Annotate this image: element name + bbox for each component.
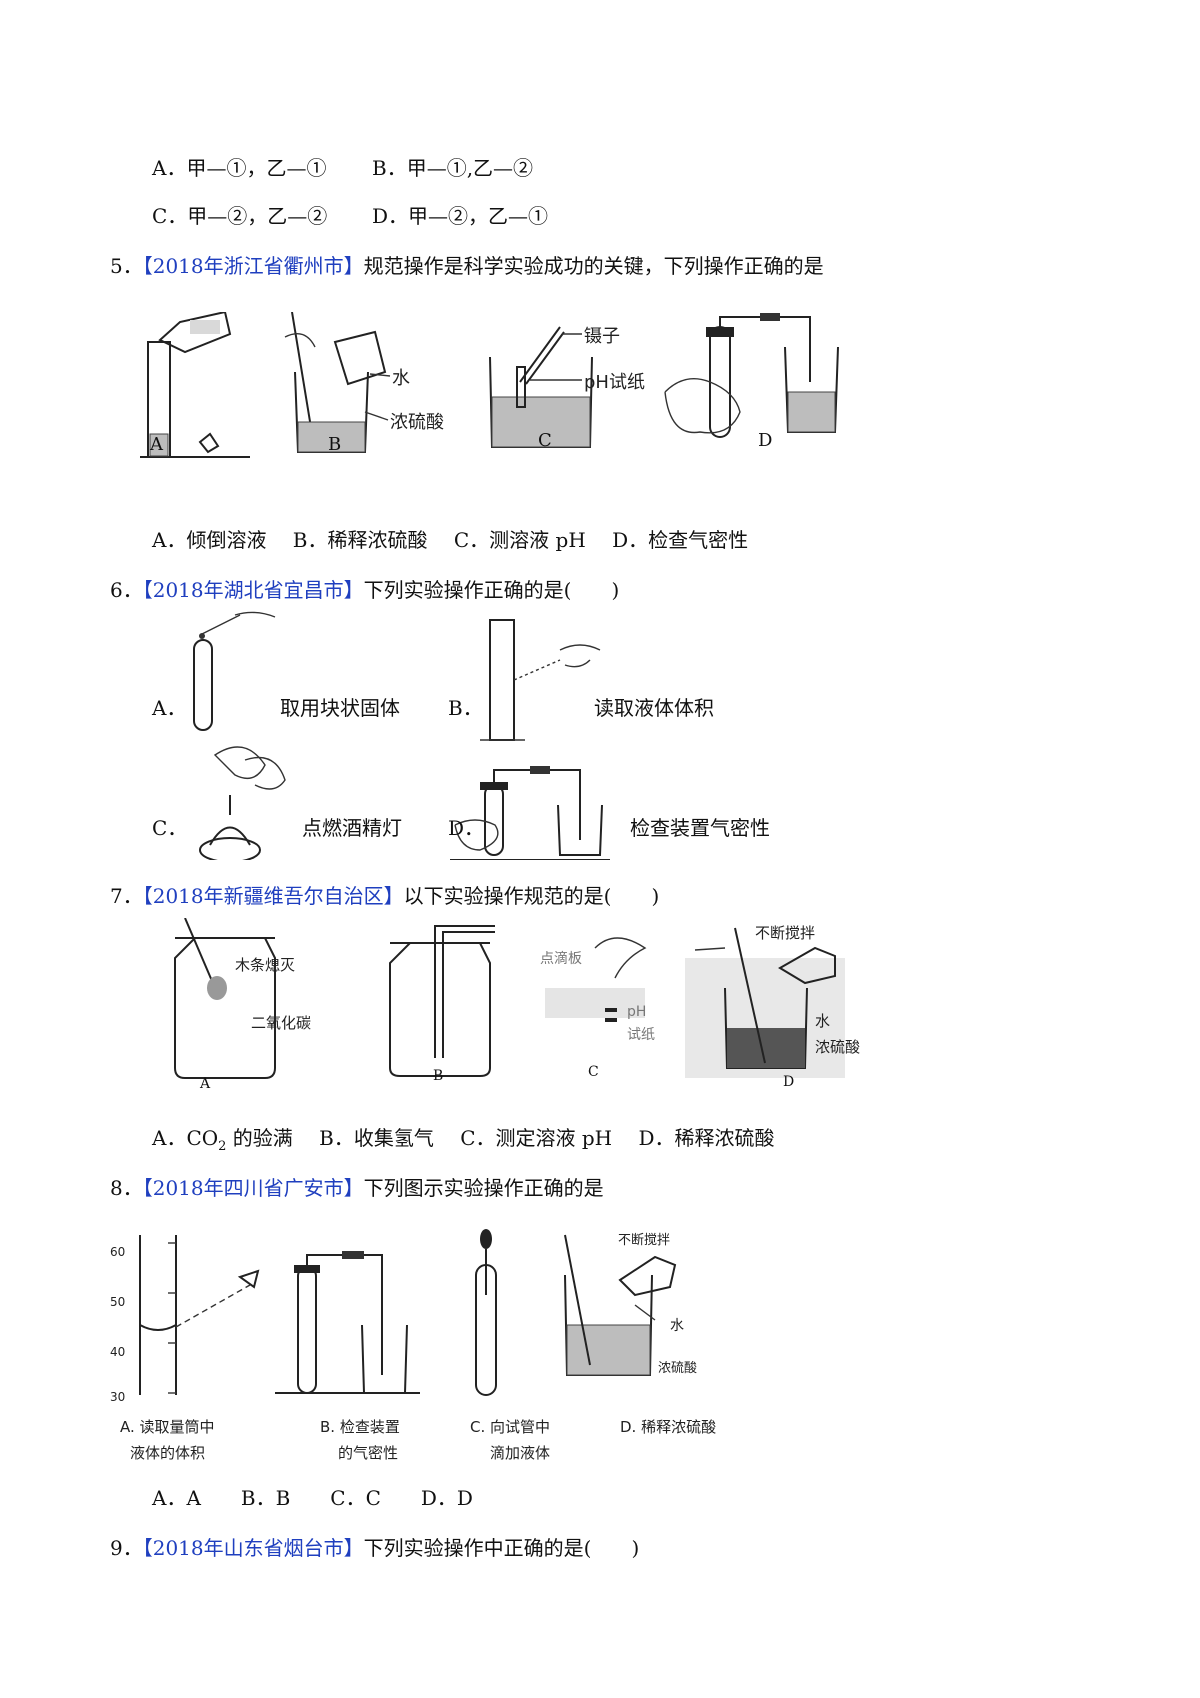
q7-option-a-post: 的验满 (226, 1126, 293, 1150)
q8-cap-a1: A. 读取量筒中 (120, 1418, 215, 1436)
q4-option-b: B．甲—①,乙—② (372, 156, 534, 180)
q5-fig-ph-paper: pH试纸 (584, 372, 645, 393)
q8-fig-a-cylinder (139, 1235, 260, 1395)
q8-fig-b-airtight (275, 1251, 420, 1394)
q8-tick-30: 30 (110, 1390, 126, 1404)
q8-d-acid: 浓硫酸 (658, 1361, 698, 1376)
q4-option-a: A．甲—①，乙—① (152, 156, 327, 180)
q7-fig-label-a: A (200, 1076, 211, 1092)
q8-figure: 60 50 40 30 不断搅拌 水 浓硫酸 (110, 1225, 770, 1405)
q5-fig-label-b: B (328, 434, 342, 455)
q6-c-text: 点燃酒精灯 (302, 816, 402, 840)
q9-source: 【2018年山东省烟台市】 (142, 1536, 364, 1560)
q7-fig-a-stick: 木条熄灭 (235, 956, 296, 974)
q7-fig-label-b: B (433, 1068, 444, 1084)
q8-tick-40: 40 (110, 1345, 126, 1359)
q5-fig-b-dilute (284, 312, 391, 453)
q5-fig-a-pouring (140, 312, 250, 458)
q5-source: 【2018年浙江省衢州市】 (142, 254, 364, 278)
q6-d-text: 检查装置气密性 (630, 816, 770, 840)
q8-tick-50: 50 (110, 1295, 126, 1309)
q6-fig-a-solid (193, 611, 276, 731)
q6-d-letter: D． (448, 816, 485, 840)
q8-stem: 8．【2018年四川省广安市】下列图示实验操作正确的是 (110, 1176, 604, 1200)
q7-option-a-sub: 2 (218, 1139, 227, 1154)
q6-a-letter: A． (152, 696, 187, 720)
q8-options: A．A B．B C．C D．D (152, 1486, 473, 1510)
q6-number: 6． (110, 578, 143, 602)
q8-question: 下列图示实验操作正确的是 (363, 1176, 604, 1200)
q8-cap-c2: 滴加液体 (490, 1444, 551, 1462)
q7-fig-a-co2 (174, 918, 276, 1079)
q7-stem: 7．【2018年新疆维吾尔自治区】以下实验操作规范的是( ) (110, 884, 659, 908)
q5-fig-label-d: D (758, 430, 773, 451)
q7-fig-label-d: D (783, 1074, 795, 1090)
q7-fig-d-dilute (685, 927, 845, 1078)
q5-stem: 5．【2018年浙江省衢州市】规范操作是科学实验成功的关键，下列操作正确的是 (110, 254, 824, 278)
q8-cap-c1: C. 向试管中 (470, 1418, 551, 1436)
q7-option-a-pre: A．CO (152, 1126, 219, 1150)
q7-fig-d-water: 水 (815, 1012, 831, 1030)
q8-fig-d-dilute (564, 1234, 677, 1376)
q9-number: 9． (110, 1536, 143, 1560)
q8-d-stir: 不断搅拌 (618, 1233, 671, 1248)
q7-figure: A B C D 木条熄灭 二氧化碳 点滴板 pH 试纸 不断搅拌 水 浓硫酸 (165, 918, 925, 1098)
q9-question: 下列实验操作中正确的是( ) (363, 1536, 640, 1560)
q5-fig-d-airtight (664, 313, 839, 438)
q4-option-d: D．甲—②，乙—① (372, 204, 549, 228)
q6-question: 下列实验操作正确的是( ) (363, 578, 620, 602)
q5-fig-acid: 浓硫酸 (390, 412, 444, 433)
q5-fig-water: 水 (392, 368, 410, 389)
q7-fig-c-plate: 点滴板 (540, 951, 582, 967)
q7-fig-label-c: C (588, 1064, 599, 1080)
q9-stem: 9．【2018年山东省烟台市】下列实验操作中正确的是( ) (110, 1536, 639, 1560)
q7-fig-d-acid: 浓硫酸 (815, 1038, 861, 1056)
q8-cap-b2: 的气密性 (338, 1444, 399, 1462)
q5-fig-c-ph (489, 326, 593, 448)
q6-source: 【2018年湖北省宜昌市】 (142, 578, 364, 602)
q8-cap-d: D. 稀释浓硫酸 (620, 1418, 717, 1436)
q7-question: 以下实验操作规范的是( ) (403, 884, 660, 908)
q5-fig-tweezers: 镊子 (584, 326, 620, 347)
q7-fig-a-gas: 二氧化碳 (251, 1014, 312, 1032)
q8-d-water: 水 (670, 1318, 684, 1334)
q8-fig-c-dropper (475, 1229, 497, 1396)
q5-figure: A B C D 水 浓硫酸 镊子 pH试纸 (120, 312, 920, 502)
q7-options: A．CO2 的验满 B．收集氢气 C．测定溶液 pH D．稀释浓硫酸 (152, 1126, 775, 1159)
q6-figures (180, 610, 820, 860)
q8-tick-60: 60 (110, 1245, 126, 1259)
q5-fig-label-c: C (538, 430, 552, 451)
q8-cap-a2: 液体的体积 (130, 1444, 206, 1462)
q8-source: 【2018年四川省广安市】 (142, 1176, 364, 1200)
q6-option-a: A． (152, 696, 186, 720)
q8-number: 8． (110, 1176, 143, 1200)
q7-source: 【2018年新疆维吾尔自治区】 (142, 884, 404, 908)
q5-options: A．倾倒溶液 B．稀释浓硫酸 C．测溶液 pH D．检查气密性 (152, 528, 749, 552)
q7-fig-c-paper: 试纸 (627, 1027, 655, 1043)
q7-fig-c-ph (545, 937, 647, 1022)
q5-question: 规范操作是科学实验成功的关键，下列操作正确的是 (363, 254, 824, 278)
q6-b-text: 读取液体体积 (594, 696, 714, 720)
q6-fig-b-read-volume (480, 619, 601, 741)
q7-number: 7． (110, 884, 143, 908)
q7-options-rest: B．收集氢气 C．测定溶液 pH D．稀释浓硫酸 (319, 1126, 775, 1150)
q5-fig-label-a: A (150, 434, 163, 455)
q6-a-text: 取用块状固体 (280, 696, 400, 720)
q6-fig-c-lamp (199, 746, 286, 860)
q4-option-c: C．甲—②，乙—② (152, 204, 328, 228)
q6-fig-d-airtight (450, 766, 610, 860)
q6-b-letter: B． (448, 696, 483, 720)
q7-fig-c-ph: pH (627, 1004, 647, 1020)
q5-number: 5． (110, 254, 143, 278)
q8-cap-b1: B. 检查装置 (320, 1418, 400, 1436)
q4-options-row1: A．甲—①，乙—① B．甲—①,乙—② (152, 156, 533, 180)
q6-c-letter: C． (152, 816, 188, 840)
q4-options-row2: C．甲—②，乙—② D．甲—②，乙—① (152, 204, 548, 228)
q6-stem: 6．【2018年湖北省宜昌市】下列实验操作正确的是( ) (110, 578, 619, 602)
q7-fig-d-stir: 不断搅拌 (755, 924, 816, 942)
q7-fig-b-hydrogen (389, 925, 495, 1077)
